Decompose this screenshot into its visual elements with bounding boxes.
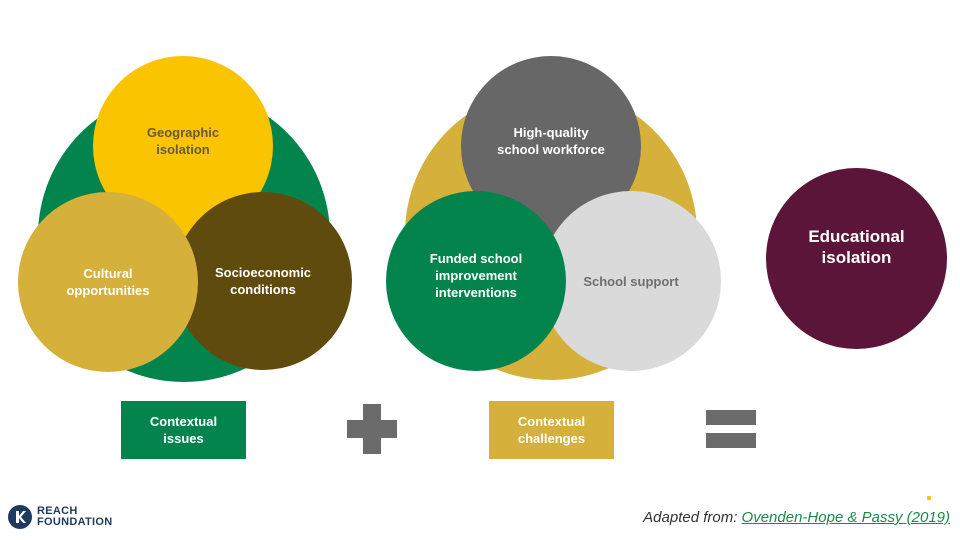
school-workforce-label: High-quality school workforce <box>497 125 605 157</box>
reach-foundation-logo: REACH FOUNDATION <box>8 505 113 529</box>
socioeconomic-conditions-label: Socioeconomic conditions <box>214 265 312 297</box>
funded-interventions-circle: Funded school improvement interventions <box>386 191 566 371</box>
funded-interventions-label: Funded school improvement interventions <box>429 250 523 300</box>
educational-isolation-circle: Educational isolation <box>766 168 947 349</box>
school-support-label: School support <box>583 273 679 289</box>
reach-foundation-logo-text: REACH FOUNDATION <box>37 505 113 528</box>
reach-logo-mark-icon <box>8 505 32 529</box>
cultural-opportunities-circle: Cultural opportunities <box>18 192 198 372</box>
contextual-challenges-box: Contextual challenges <box>489 401 614 459</box>
source-credit: Adapted from: Ovenden-Hope & Passy (2019… <box>643 509 950 526</box>
educational-isolation-label: Educational isolation <box>808 226 905 267</box>
decorative-dot <box>927 496 931 500</box>
cultural-opportunities-label: Cultural opportunities <box>66 266 150 298</box>
school-support-circle: School support <box>541 191 721 371</box>
socioeconomic-conditions-circle: Socioeconomic conditions <box>174 192 352 370</box>
credit-prefix: Adapted from: <box>643 509 742 526</box>
credit-link[interactable]: Ovenden-Hope & Passy (2019) <box>741 509 950 526</box>
geographic-isolation-label: Geographic isolation <box>146 125 220 157</box>
contextual-issues-box: Contextual issues <box>121 401 246 459</box>
